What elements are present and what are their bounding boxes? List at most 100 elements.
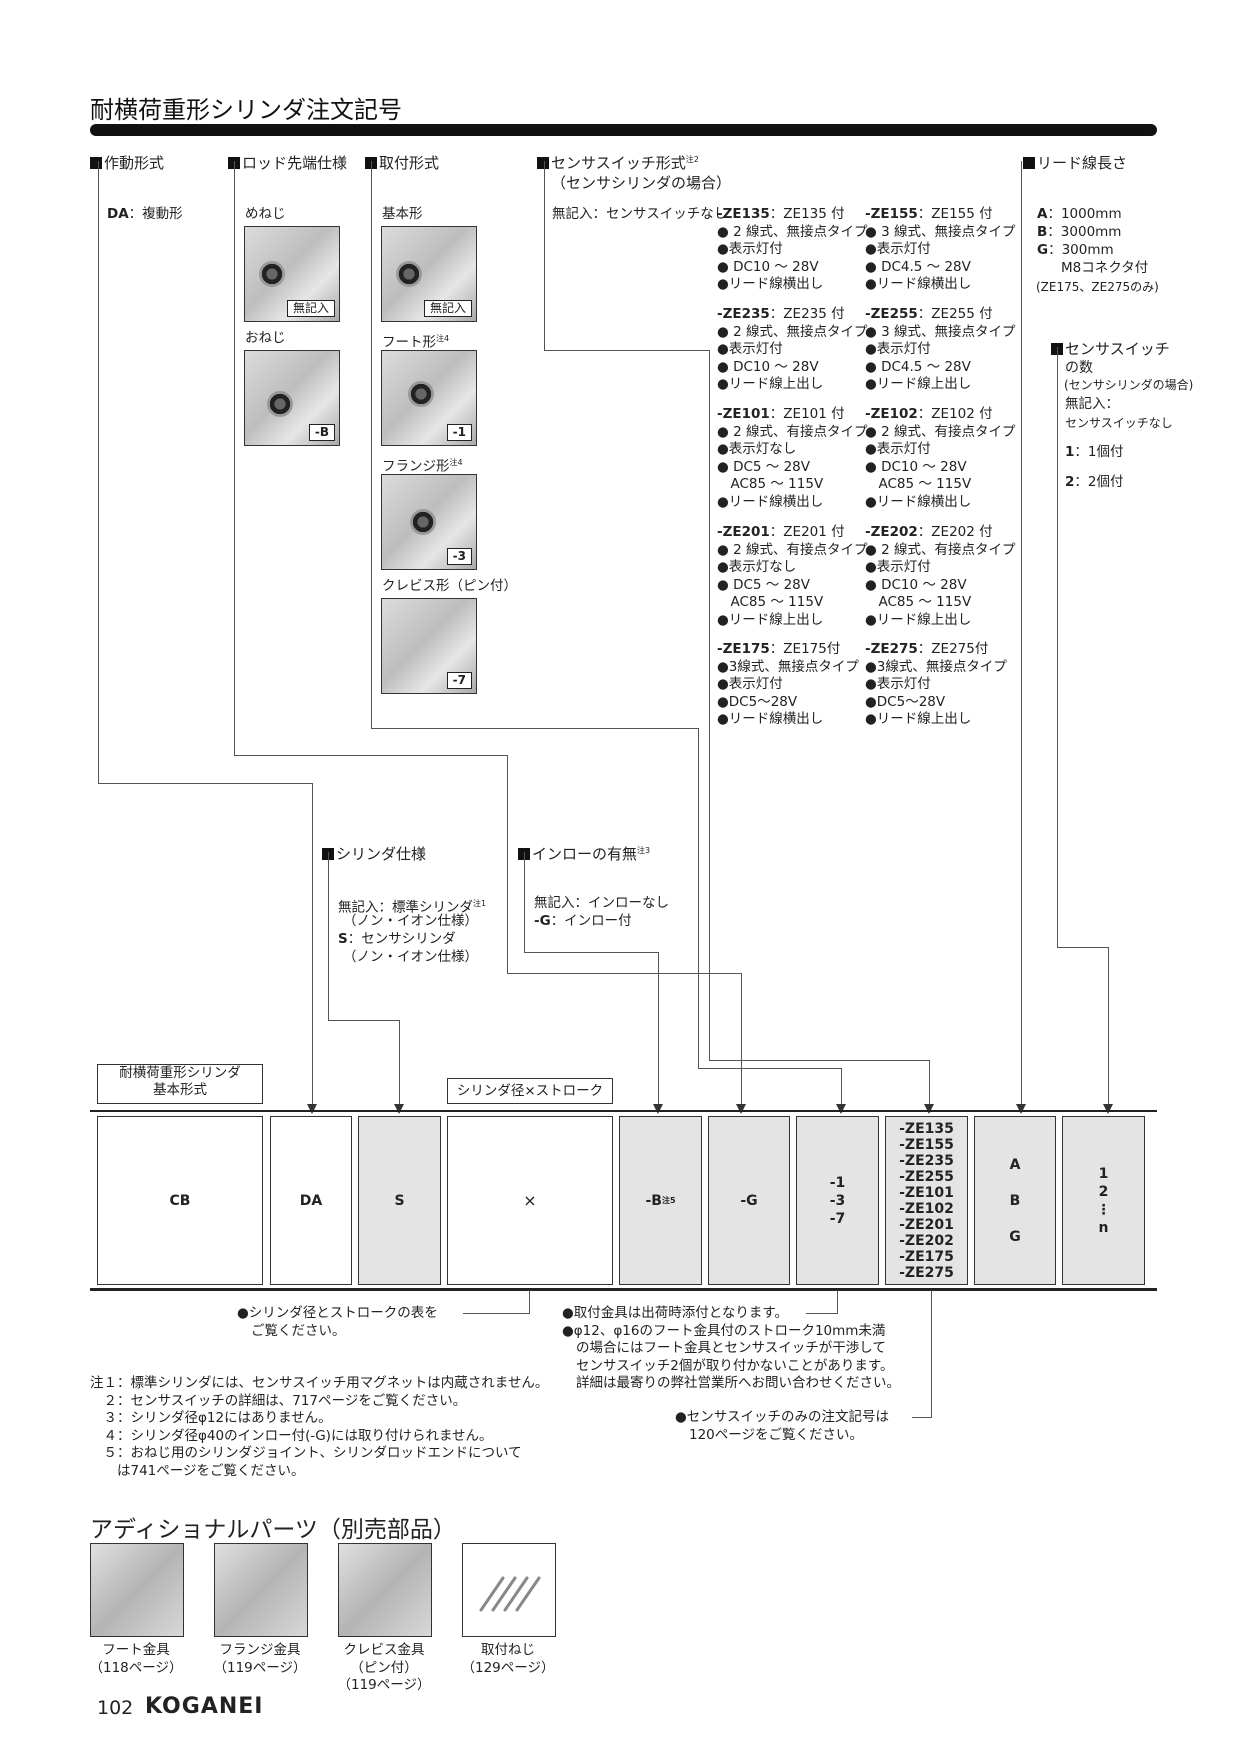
header-sensor-sub: （センサシリンダの場合） — [551, 174, 732, 192]
sensor-option: -ZE101：ZE101 付● 2 線式、有接点タイプ●表示灯なし● DC5 ～… — [717, 406, 868, 510]
rod-end-icon — [259, 261, 285, 287]
code-box-sensor: -ZE135-ZE155-ZE235-ZE255-ZE101-ZE102-ZE2… — [885, 1116, 968, 1285]
part-flange-caption: フランジ金具（119ページ） — [213, 1642, 307, 1676]
header-inlow: インローの有無注3 — [518, 843, 650, 864]
page-number: 102 — [97, 1697, 134, 1719]
cyl-spec-standard-sub: （ノン・イオン仕様） — [343, 913, 478, 929]
connector-line — [399, 1020, 400, 1105]
connector-line — [931, 1290, 932, 1417]
box-bottom-rule — [90, 1288, 1157, 1291]
mount-basic-photo: 無記入 — [381, 226, 477, 322]
arrow-icon — [736, 1104, 746, 1114]
connector-line — [544, 350, 709, 351]
sensor-option: -ZE102：ZE102 付● 2 線式、有接点タイプ●表示灯付● DC10 ～… — [865, 406, 1016, 510]
action-option: DA：複動形 — [107, 206, 183, 222]
connector-line — [98, 161, 99, 783]
code-option: B — [1009, 1192, 1021, 1209]
rod-male-photo: -B — [244, 350, 340, 446]
connector-line — [328, 1020, 400, 1021]
mount-flange-tag: -3 — [446, 548, 472, 565]
sensor-option: -ZE235：ZE235 付● 2 線式、無接点タイプ●表示灯付● DC10 ～… — [717, 306, 868, 392]
arrow-icon — [1103, 1104, 1113, 1114]
part-screws-photo — [462, 1543, 556, 1637]
connector-line — [529, 1290, 530, 1313]
note-bore: ●シリンダ径とストロークの表をご覧ください。 — [237, 1305, 438, 1339]
lead-g-note: (ZE175、ZE275のみ) — [1036, 280, 1159, 294]
sensor-none: 無記入：センサスイッチなし — [552, 206, 728, 222]
sensor-count-sub: (センサシリンダの場合) — [1064, 378, 1194, 392]
code-option: 2 — [1098, 1183, 1109, 1200]
rod-male-label: おねじ — [245, 330, 286, 346]
bore-stroke-label: シリンダ径×ストローク — [447, 1078, 613, 1104]
mount-foot-photo: -1 — [381, 350, 477, 446]
connector-line — [507, 755, 508, 973]
rod-female-photo: 無記入 — [244, 226, 340, 322]
code-option: -ZE201 — [899, 1216, 954, 1233]
code-option: -ZE155 — [899, 1136, 954, 1153]
mount-flange-label: フランジ形注4 — [382, 458, 463, 475]
part-foot-caption: フート金具（118ページ） — [89, 1642, 183, 1676]
lead-g: G：300mm — [1037, 242, 1114, 258]
inlow-none: 無記入：インローなし — [534, 895, 669, 911]
connector-line — [709, 1060, 930, 1061]
connector-line — [698, 1068, 842, 1069]
mount-basic-label: 基本形 — [382, 206, 423, 222]
connector-line — [328, 852, 329, 1020]
code-option: -ZE102 — [899, 1200, 954, 1217]
mount-clevis-label: クレビス形（ピン付） — [382, 578, 517, 594]
arrow-icon — [653, 1104, 663, 1114]
mount-foot-label: フート形注4 — [382, 334, 450, 351]
header-lead: リード線長さ — [1023, 152, 1127, 173]
code-option: -7 — [829, 1210, 846, 1227]
connector-line — [912, 1417, 932, 1418]
code-option: -ZE135 — [899, 1120, 954, 1137]
connector-line — [524, 852, 525, 952]
mount-foot-tag: -1 — [446, 424, 472, 441]
arrow-icon — [836, 1104, 846, 1114]
arrow-icon — [307, 1104, 317, 1114]
connector-line — [741, 973, 742, 1105]
sensor-count-none-desc: センサスイッチなし — [1065, 416, 1173, 430]
sensor-option: -ZE201：ZE201 付● 2 線式、有接点タイプ●表示灯なし● DC5 ～… — [717, 524, 868, 628]
header-rod: ロッド先端仕様 — [228, 152, 347, 173]
connector-line — [1021, 161, 1022, 1105]
rod-male-tag: -B — [308, 424, 335, 441]
arrow-icon — [924, 1104, 934, 1114]
connector-line — [234, 161, 235, 755]
rod-end-icon — [410, 509, 436, 535]
sensor-count-2: 2：2個付 — [1065, 474, 1124, 490]
rod-end-icon — [396, 261, 422, 287]
connector-line — [806, 1313, 838, 1314]
parts-title: アディショナルパーツ（別売部品） — [90, 1517, 456, 1543]
header-cyl-spec: シリンダ仕様 — [322, 843, 426, 864]
header-sensor-count-2: の数 — [1065, 360, 1093, 376]
sensor-count-none: 無記入： — [1065, 396, 1119, 412]
code-option: -ZE202 — [899, 1232, 954, 1249]
connector-line — [658, 952, 659, 1105]
connector-line — [544, 161, 545, 351]
connector-line — [524, 952, 659, 953]
lead-b: B：3000mm — [1037, 224, 1122, 240]
code-option: -ZE255 — [899, 1168, 954, 1185]
sensor-option: -ZE135：ZE135 付● 2 線式、無接点タイプ●表示灯付● DC10 ～… — [717, 206, 868, 292]
title-rule — [90, 124, 1157, 136]
rod-end-icon — [267, 391, 293, 417]
lead-g-connector: M8コネクタ付 — [1061, 260, 1149, 276]
code-option: ⋮ — [1096, 1201, 1111, 1218]
mount-clevis-photo: -7 — [381, 598, 477, 694]
footnotes: 注１：標準シリンダには、センサスイッチ用マグネットは内蔵されません。 ２：センサ… — [90, 1375, 549, 1479]
connector-line — [929, 1060, 930, 1105]
code-option: -ZE101 — [899, 1184, 954, 1201]
connector-line — [371, 161, 372, 728]
code-box-inlow: -G — [708, 1116, 790, 1285]
note-mount: ●取付金具は出荷時添付となります。 ●φ12、φ16のフート金具付のストローク1… — [562, 1305, 900, 1391]
box-top-rule — [90, 1110, 1157, 1112]
code-option: 1 — [1098, 1165, 1109, 1182]
header-sensor: センサスイッチ形式注2 — [537, 152, 699, 173]
mount-basic-tag: 無記入 — [423, 300, 472, 317]
connector-line — [1057, 947, 1109, 948]
basic-type-label: 耐横荷重形シリンダ基本形式 — [97, 1064, 263, 1104]
